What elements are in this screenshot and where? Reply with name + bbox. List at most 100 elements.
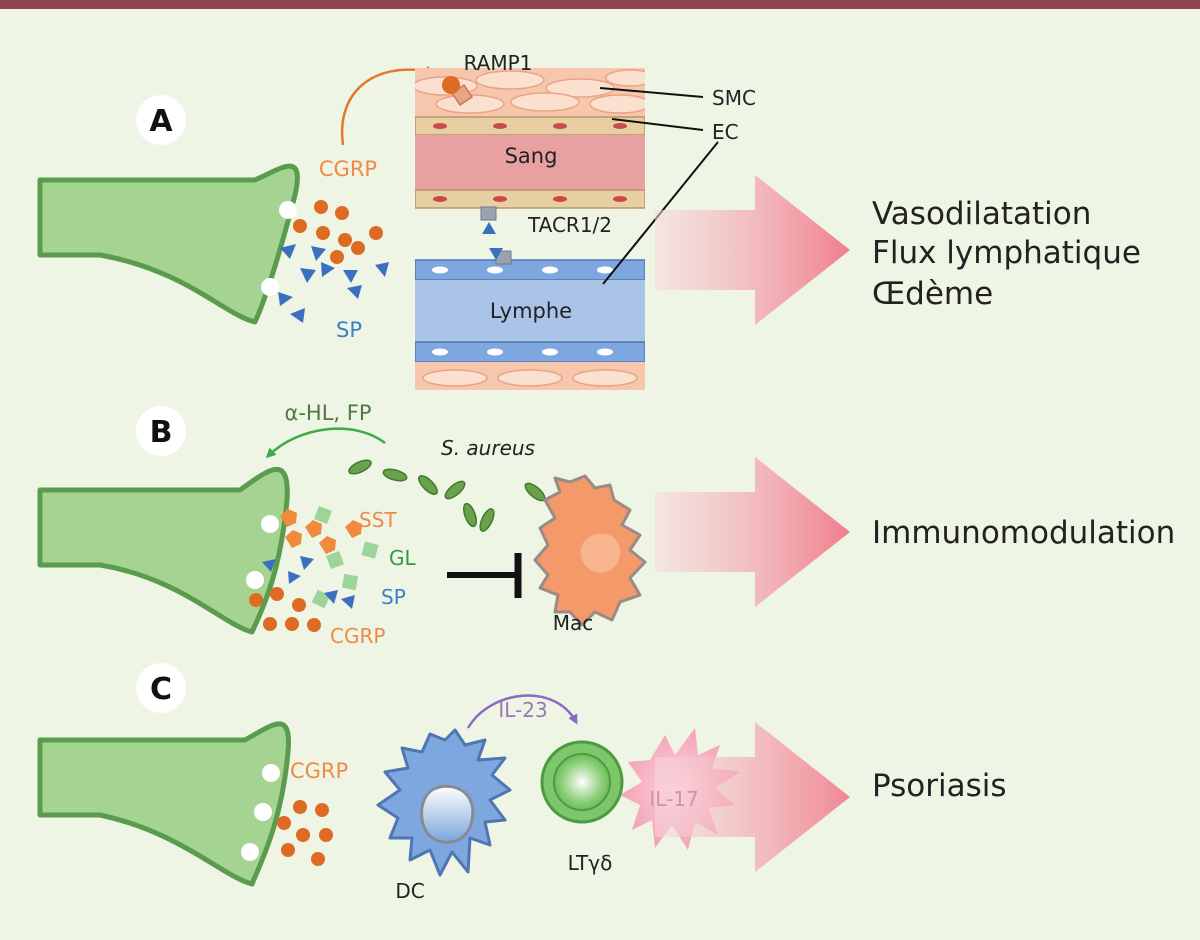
cgrp-label: CGRP: [319, 157, 377, 181]
cgrp-molecule: [369, 226, 383, 240]
sp-molecule: [278, 292, 293, 306]
sp-molecule: [290, 308, 305, 323]
sp-molecule: [343, 270, 358, 283]
cgrp-molecule: [314, 200, 328, 214]
vesicle-pore: [261, 515, 279, 533]
panel-c-badge: [136, 663, 186, 713]
bacterium: [418, 475, 438, 495]
outcome-immunomodulation: Immunomodulation: [872, 515, 1175, 551]
outcome-psoriasis: Psoriasis: [872, 768, 1007, 804]
outcome-vasodilatation: Vasodilatation: [872, 196, 1091, 232]
dendritic-cell-nucleus: [420, 784, 475, 844]
panel-b-letter: B: [150, 415, 173, 450]
panel-c: C CGRP DC IL-23 LTγδ: [37, 663, 1007, 903]
panel-a: A: [37, 51, 1141, 390]
vesicle-pore: [261, 278, 279, 296]
lymph-vessel-lumen: [415, 280, 645, 342]
bacterium: [463, 502, 477, 528]
cgrp-label-b: CGRP: [330, 624, 385, 648]
panel-b-badge: [136, 406, 186, 456]
cgrp-molecule: [293, 219, 307, 233]
macrophage-nucleus: [580, 533, 621, 573]
sp-molecule: [347, 285, 362, 299]
cgrp-molecule: [311, 852, 325, 866]
blood-vessel-lumen: [415, 135, 645, 190]
gl-molecule: [341, 573, 359, 591]
il23-arrow: [466, 694, 578, 729]
ec-label: EC: [712, 120, 739, 144]
bacteria-cluster: [348, 459, 546, 532]
cgrp-molecule: [307, 618, 321, 632]
cgrp-molecule: [293, 800, 307, 814]
gl-molecule: [361, 541, 379, 559]
sst-label: SST: [359, 508, 397, 532]
cgrp-molecule: [296, 828, 310, 842]
sst-molecule: [319, 536, 336, 554]
cgrp-molecule: [263, 617, 277, 631]
tacr-label: TACR1/2: [527, 213, 612, 237]
neuron-terminal: [37, 721, 292, 887]
t-cell-nucleus: [553, 753, 611, 811]
vesicle-pore: [241, 843, 259, 861]
lt-label: LTγδ: [568, 851, 613, 875]
top-border: [0, 0, 1200, 9]
cgrp-molecule: [351, 241, 365, 255]
vesicle-pore: [246, 571, 264, 589]
dc-label: DC: [395, 879, 424, 903]
gl-molecule: [326, 551, 344, 569]
sp-molecule: [324, 590, 338, 604]
sp-bound: [482, 222, 496, 234]
sp-molecule: [321, 262, 335, 277]
outcome-flux-lymphatique: Flux lymphatique: [872, 235, 1141, 271]
sp-molecule: [300, 556, 314, 570]
cgrp-dots-c: [277, 800, 333, 866]
sst-molecule: [280, 509, 297, 527]
bacterium: [444, 480, 466, 500]
panel-a-letter: A: [149, 104, 173, 139]
outcome-arrow-c: [655, 722, 850, 872]
cgrp-molecule: [277, 816, 291, 830]
cgrp-dots: [293, 200, 383, 264]
blood-label: Sang: [505, 144, 558, 168]
cgrp-molecule: [292, 598, 306, 612]
cgrp-molecule: [335, 206, 349, 220]
cgrp-molecule: [285, 617, 299, 631]
bacterium: [348, 459, 372, 475]
sp-label: SP: [336, 318, 362, 342]
sp-molecule: [280, 244, 296, 259]
cgrp-molecule: [319, 828, 333, 842]
outcome-arrow-a: [655, 175, 850, 325]
lymph-label: Lymphe: [490, 299, 572, 323]
sst-molecule: [345, 520, 362, 538]
cgrp-bound: [442, 76, 460, 94]
sst-molecule: [285, 530, 302, 548]
endothelium-top: [415, 116, 645, 136]
panel-c-letter: C: [150, 672, 172, 707]
s-aureus-label: S. aureus: [441, 436, 535, 460]
gl-label: GL: [389, 546, 416, 570]
bacterium: [479, 508, 495, 532]
vesicle-pore: [262, 764, 280, 782]
sp-bound: [489, 248, 503, 260]
cgrp-molecule: [315, 803, 329, 817]
smc-label: SMC: [712, 86, 756, 110]
cgrp-molecule: [330, 250, 344, 264]
sp-molecule: [341, 595, 355, 609]
vesicle-pore: [279, 201, 297, 219]
gl-molecule: [314, 506, 332, 524]
sp-molecule: [300, 268, 316, 283]
neuron-terminal: [37, 466, 290, 635]
cgrp-molecule: [270, 587, 284, 601]
il17-label: IL-17: [649, 787, 698, 811]
neuron-terminal: [37, 163, 300, 325]
cgrp-molecule: [281, 843, 295, 857]
smc-leader: [599, 87, 704, 98]
sp-molecule: [288, 571, 301, 584]
sp-label-b: SP: [381, 585, 406, 609]
tacr-receptor: [480, 206, 497, 221]
cgrp-arrow: [340, 65, 436, 146]
ec-leader: [611, 118, 704, 131]
neuropeptides-b: [249, 506, 379, 632]
outcome-oedeme: Œdème: [872, 276, 993, 312]
